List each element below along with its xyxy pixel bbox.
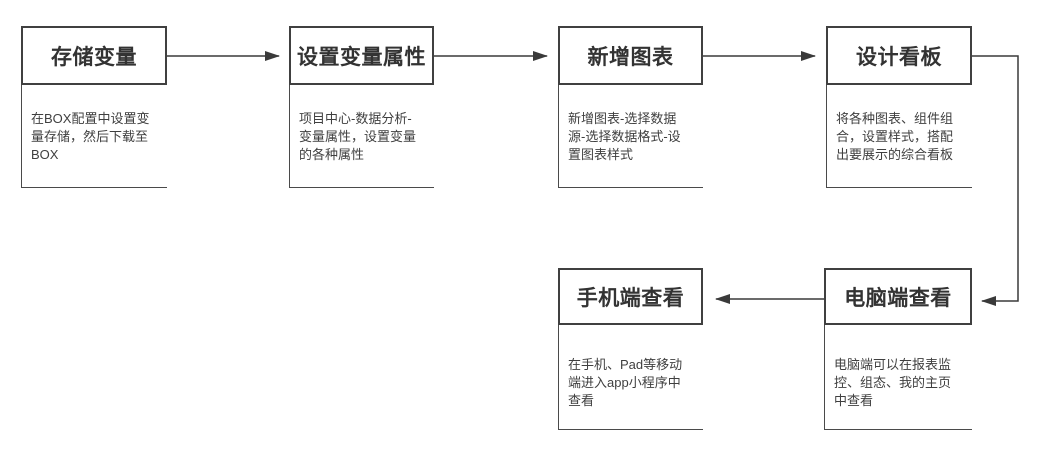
node-header-view-on-mobile: 手机端查看: [558, 268, 703, 325]
node-title: 新增图表: [587, 45, 674, 69]
node-header-design-dashboard: 设计看板: [826, 26, 972, 85]
flow-node-add-chart: 新增图表 新增图表-选择数据源-选择数据格式-设置图表样式: [558, 26, 703, 188]
node-header-view-on-pc: 电脑端查看: [824, 268, 972, 325]
flow-node-store-variables: 存储变量 在BOX配置中设置变量存储，然后下载至BOX: [21, 26, 167, 188]
node-description: 电脑端可以在报表监控、组态、我的主页中查看: [834, 357, 952, 408]
arrow-dashboard-to-pc: [972, 55, 1019, 306]
node-body-store-variables: 在BOX配置中设置变量存储，然后下载至BOX: [21, 85, 167, 188]
flow-node-view-on-mobile: 手机端查看 在手机、Pad等移动端进入app小程序中查看: [558, 268, 703, 430]
node-body-view-on-pc: 电脑端可以在报表监控、组态、我的主页中查看: [824, 325, 972, 430]
node-header-add-chart: 新增图表: [558, 26, 703, 85]
node-title: 设置变量属性: [297, 45, 426, 69]
node-description: 将各种图表、组件组合，设置样式，搭配出要展示的综合看板: [836, 111, 954, 162]
node-header-set-variable-properties: 设置变量属性: [289, 26, 434, 85]
node-description: 在手机、Pad等移动端进入app小程序中查看: [568, 357, 683, 408]
node-description: 在BOX配置中设置变量存储，然后下载至BOX: [31, 111, 150, 162]
flow-node-set-variable-properties: 设置变量属性 项目中心-数据分析-变量属性，设置变量的各种属性: [289, 26, 434, 188]
node-title: 存储变量: [51, 45, 137, 69]
node-body-view-on-mobile: 在手机、Pad等移动端进入app小程序中查看: [558, 325, 703, 430]
node-body-design-dashboard: 将各种图表、组件组合，设置样式，搭配出要展示的综合看板: [826, 85, 972, 188]
node-description: 项目中心-数据分析-变量属性，设置变量的各种属性: [299, 111, 417, 162]
node-body-set-variable-properties: 项目中心-数据分析-变量属性，设置变量的各种属性: [289, 85, 434, 188]
node-body-add-chart: 新增图表-选择数据源-选择数据格式-设置图表样式: [558, 85, 703, 188]
node-title: 电脑端查看: [844, 286, 952, 310]
flow-node-view-on-pc: 电脑端查看 电脑端可以在报表监控、组态、我的主页中查看: [824, 268, 972, 430]
node-description: 新增图表-选择数据源-选择数据格式-设置图表样式: [568, 111, 681, 162]
node-header-store-variables: 存储变量: [21, 26, 167, 85]
flow-node-design-dashboard: 设计看板 将各种图表、组件组合，设置样式，搭配出要展示的综合看板: [826, 26, 972, 188]
node-title: 手机端查看: [576, 286, 685, 310]
node-title: 设计看板: [856, 45, 942, 69]
